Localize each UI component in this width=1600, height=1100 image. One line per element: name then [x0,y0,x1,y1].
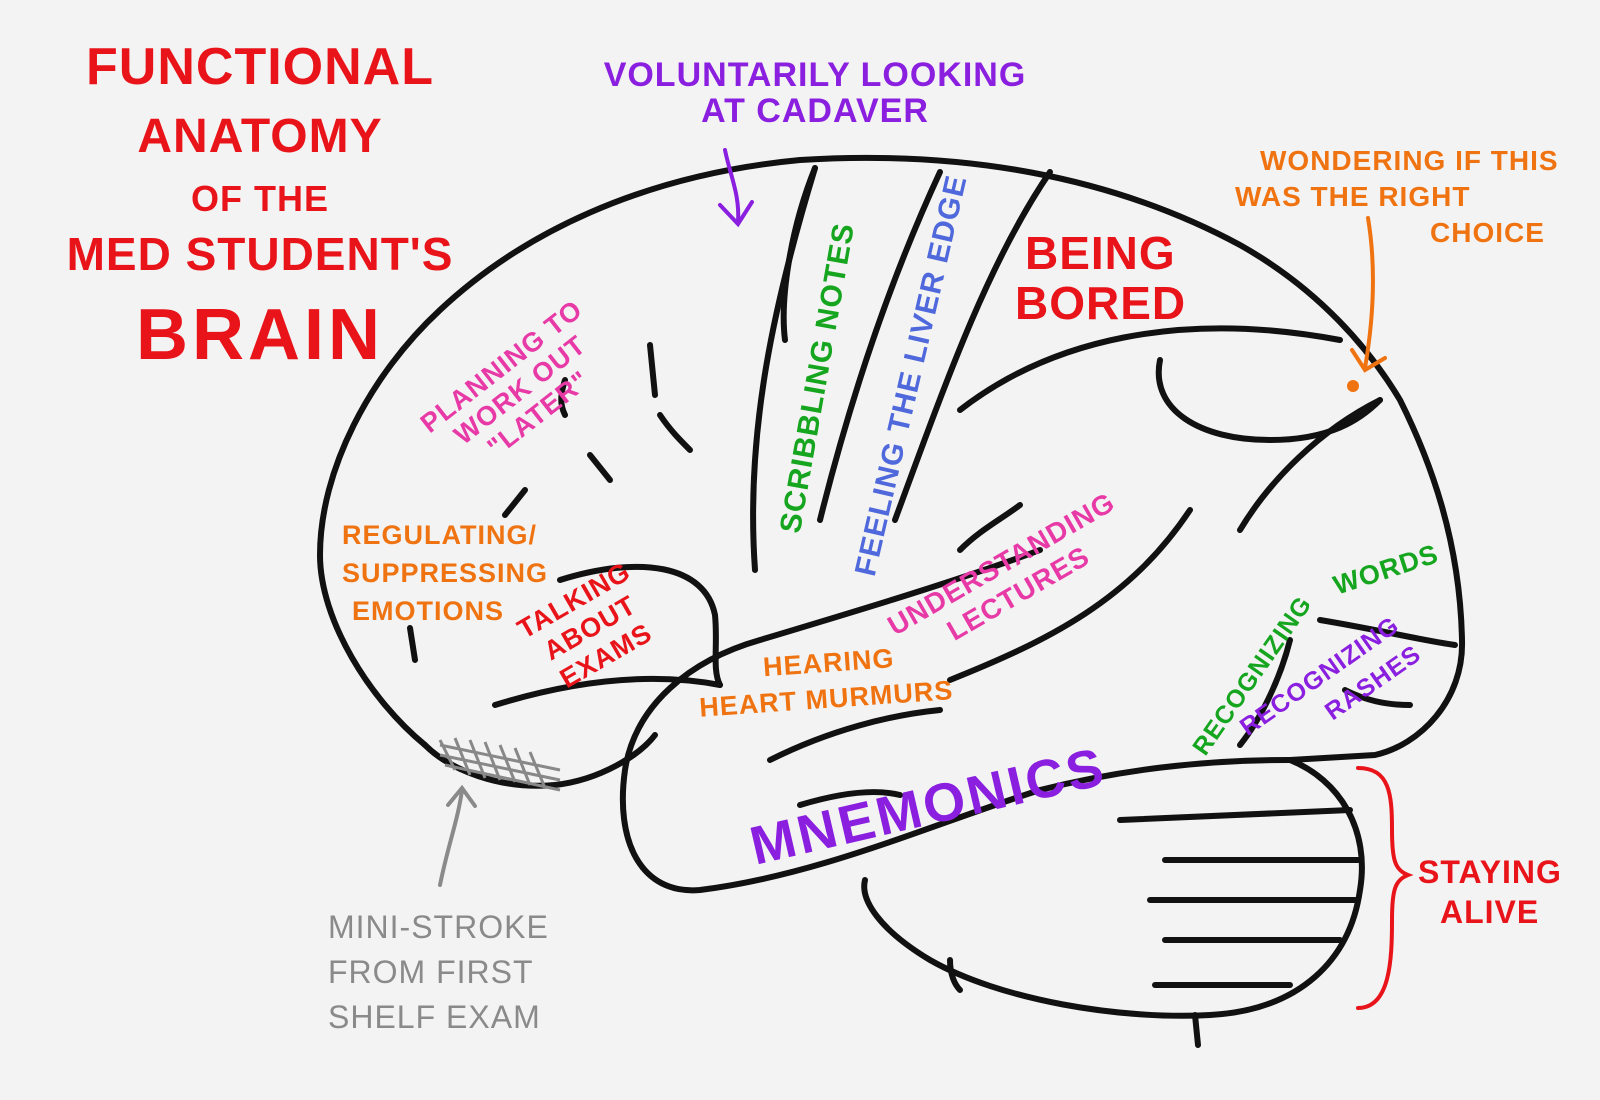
inferior-temporal-sulcus [767,707,943,763]
label-line: MINI-STROKE [328,909,549,945]
label-line: SUPPRESSING [342,558,549,588]
frontal-dash-2 [657,412,693,453]
temporal-lobe-outline [619,547,1293,894]
label-line: BEING [1025,227,1176,279]
cerebrum-outline [317,154,1466,763]
label-line: AT CADAVER [701,91,929,130]
label-line: SHELF EXAM [328,999,541,1035]
frontal-dash-1 [647,342,658,398]
title-line-4: MED STUDENT'S [66,228,454,280]
title-line-2: ANATOMY [137,110,383,163]
label-line: FROM FIRST [328,954,534,990]
central-sulcus-b [817,169,943,523]
label-line: REGULATING/ [342,520,537,550]
title-line-3: OF THE [191,178,329,219]
parietal-sulcus [957,325,1343,413]
ministroke-arrow [438,784,477,887]
brainstem-b [1192,1012,1201,1048]
frontal-operculum [557,563,723,688]
frontal-dash-6 [407,625,418,663]
brainstem [947,957,963,993]
label-line: WAS THE RIGHT [1235,181,1471,212]
label-line: VOLUNTARILY LOOKING [603,56,1027,94]
precentral-sulcus [750,165,818,573]
wondering-dot [1347,380,1359,392]
frontal-dash-3 [587,452,613,483]
cerebellum-outline [861,757,1365,1019]
frontal-dash-5 [502,487,528,518]
label-line: ALIVE [1440,894,1540,930]
label-line: WONDERING IF THIS [1260,145,1559,176]
mid-temporal-sulcus [957,502,1023,553]
temporal-pole-sulcus [797,789,903,808]
title-line-1: FUNCTIONAL [86,38,434,96]
label-regulating-emotions: REGULATING/ SUPPRESSING EMOTIONS [342,516,548,630]
label-mini-stroke: MINI-STROKE FROM FIRST SHELF EXAM [328,905,549,1040]
wondering-arrow [1350,216,1387,373]
label-line: CHOICE [1430,217,1545,248]
superior-temporal-sulcus [947,507,1193,683]
frontal-dash-4 [558,377,568,418]
occipital-sulcus-c [1342,687,1413,708]
label-staying-alive: STAYING ALIVE [1418,852,1562,932]
label-voluntarily-looking: VOLUNTARILY LOOKING AT CADAVER [590,56,1040,130]
label-wondering: WONDERING IF THIS WAS THE RIGHT CHOICE [1235,143,1559,251]
occipital-sulcus-b [1237,637,1293,748]
label-being-bored: BEING BORED [1015,228,1186,328]
label-line: EMOTIONS [352,596,505,626]
postcentral-sulcus [892,169,1053,523]
parietal-occipital-sulcus [1237,397,1383,533]
title-line-5: BRAIN [136,295,384,375]
cadaver-arrow [718,148,754,228]
mini-stroke-hatch [438,737,561,792]
occipital-sulcus-a [1317,617,1458,648]
staying-alive-brace [1356,766,1414,1010]
cerebellum-fold-1 [1117,807,1353,823]
label-line: STAYING [1418,854,1562,890]
label-line: BORED [1015,277,1187,329]
supramarginal-gyrus [1155,357,1383,443]
sylvian-fissure [492,675,723,708]
